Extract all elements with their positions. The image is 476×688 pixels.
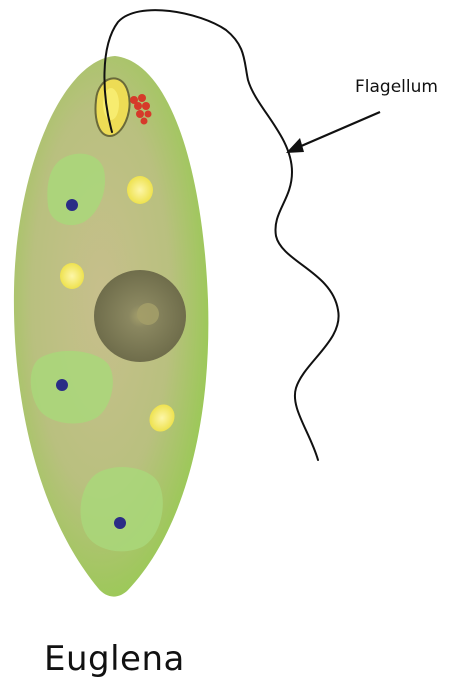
pyrenoid	[66, 199, 78, 211]
flagellum-label: Flagellum	[355, 77, 438, 97]
nucleus	[94, 270, 186, 362]
pyrenoid	[56, 379, 68, 391]
paramylon-granule	[60, 263, 84, 289]
flagellum-pointer-arrow	[286, 112, 380, 153]
diagram-caption: Euglena	[44, 639, 185, 679]
chloroplast-2	[31, 351, 113, 424]
pyrenoid	[114, 517, 126, 529]
paramylon-granule	[127, 176, 153, 204]
chloroplast-3	[81, 467, 163, 551]
nucleolus	[137, 303, 159, 325]
